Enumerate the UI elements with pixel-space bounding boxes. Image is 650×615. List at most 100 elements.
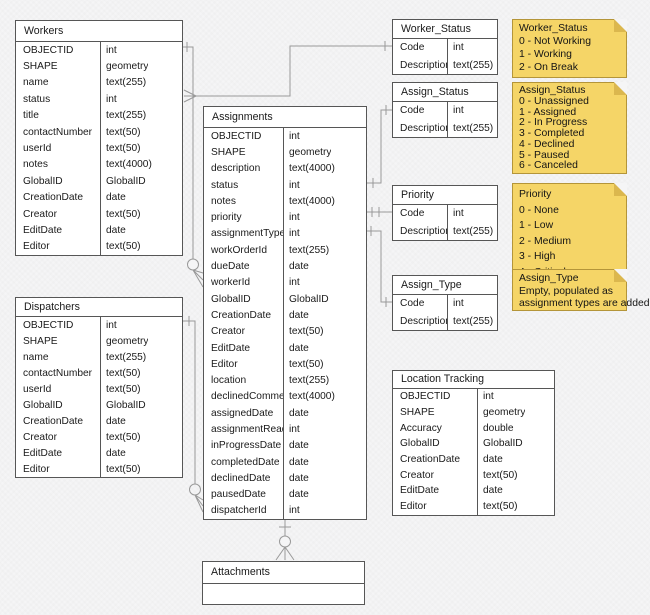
field-name: status	[204, 176, 284, 194]
field-type: int	[106, 319, 117, 331]
field-type: date	[289, 407, 309, 419]
note-line: 0 - None	[519, 204, 559, 216]
table-title: Priority	[393, 186, 497, 205]
field-name: OBJECTID	[16, 42, 101, 59]
table-title: Assign_Type	[393, 276, 497, 295]
field-name: contactNumber	[16, 365, 101, 381]
field-name: userId	[16, 140, 101, 157]
field-name: Editor	[204, 356, 284, 373]
field-name: notes	[204, 193, 284, 210]
note-line: 0 - Unassigned	[519, 95, 589, 107]
note-title: Assign_Status	[519, 85, 586, 96]
note-line: 6 - Canceled	[519, 160, 578, 172]
field-name: CreationDate	[393, 451, 478, 468]
note-title: Priority	[519, 189, 552, 200]
field-type: date	[483, 454, 503, 466]
note-line: 1 - Assigned	[519, 106, 577, 118]
field-type: text(50)	[106, 463, 141, 475]
table-row: GlobalID GlobalID	[16, 397, 182, 413]
field-type: int	[453, 42, 464, 54]
rel-assignments-to-attachments	[275, 517, 295, 561]
field-name: title	[16, 107, 101, 124]
field-type: text(50)	[106, 431, 141, 443]
rel-workers-to-assignments	[183, 42, 204, 288]
field-type: int	[289, 212, 300, 224]
table-row: contactNumber text(50)	[16, 365, 182, 381]
field-name: completedDate	[204, 453, 284, 471]
field-type: text(50)	[106, 367, 141, 379]
note-title: Worker_Status	[519, 23, 588, 34]
note-line: 3 - Completed	[519, 128, 585, 139]
table-title: Workers	[16, 21, 182, 42]
table-title: Attachments	[203, 562, 364, 584]
note-line: 5 - Paused	[519, 149, 570, 161]
table-row: declinedComment text(4000)	[204, 388, 366, 406]
field-name: OBJECTID	[204, 128, 284, 145]
field-name: EditDate	[16, 222, 101, 239]
field-name: assignmentType	[204, 225, 284, 243]
field-type: int	[289, 277, 300, 289]
note-line: Empty, populated as	[519, 285, 613, 297]
field-name: Code	[393, 39, 448, 57]
field-type: GlobalID	[106, 175, 146, 187]
field-type: text(50)	[483, 501, 518, 513]
field-name: declinedComment	[204, 388, 284, 406]
field-type: text(4000)	[289, 391, 335, 403]
field-name: assignmentRead	[204, 421, 284, 438]
field-type: text(4000)	[289, 163, 335, 175]
table-title: Assign_Status	[393, 83, 497, 102]
field-name: Accuracy	[393, 420, 478, 437]
field-type: text(50)	[289, 326, 324, 338]
field-type: GlobalID	[106, 399, 146, 411]
field-type: geometry	[483, 407, 526, 419]
note-line: 1 - Working	[519, 48, 572, 60]
field-type: text(4000)	[106, 159, 152, 171]
field-name: dueDate	[204, 258, 284, 275]
field-name: Code	[393, 205, 448, 223]
field-name: Description	[393, 222, 448, 240]
field-name: GlobalID	[16, 397, 101, 413]
field-type: int	[106, 93, 117, 105]
field-type: int	[289, 505, 300, 517]
field-name: SHAPE	[393, 404, 478, 421]
field-name: OBJECTID	[393, 389, 478, 405]
field-type: geometry	[106, 335, 149, 347]
field-name: Editor	[16, 238, 101, 256]
field-type: date	[483, 485, 503, 497]
table-row: SHAPE geometry	[393, 404, 554, 421]
rel-assignments-to-priority	[367, 207, 392, 217]
field-name: dispatcherId	[204, 502, 284, 520]
field-type: date	[289, 472, 309, 484]
field-name: EditDate	[16, 445, 101, 461]
table-title: Location Tracking	[393, 371, 554, 389]
field-name: notes	[16, 156, 101, 174]
rel-assignments-to-assign-status	[367, 105, 392, 188]
note-line: 0 - Not Working	[519, 35, 591, 47]
field-type: text(255)	[106, 351, 147, 363]
